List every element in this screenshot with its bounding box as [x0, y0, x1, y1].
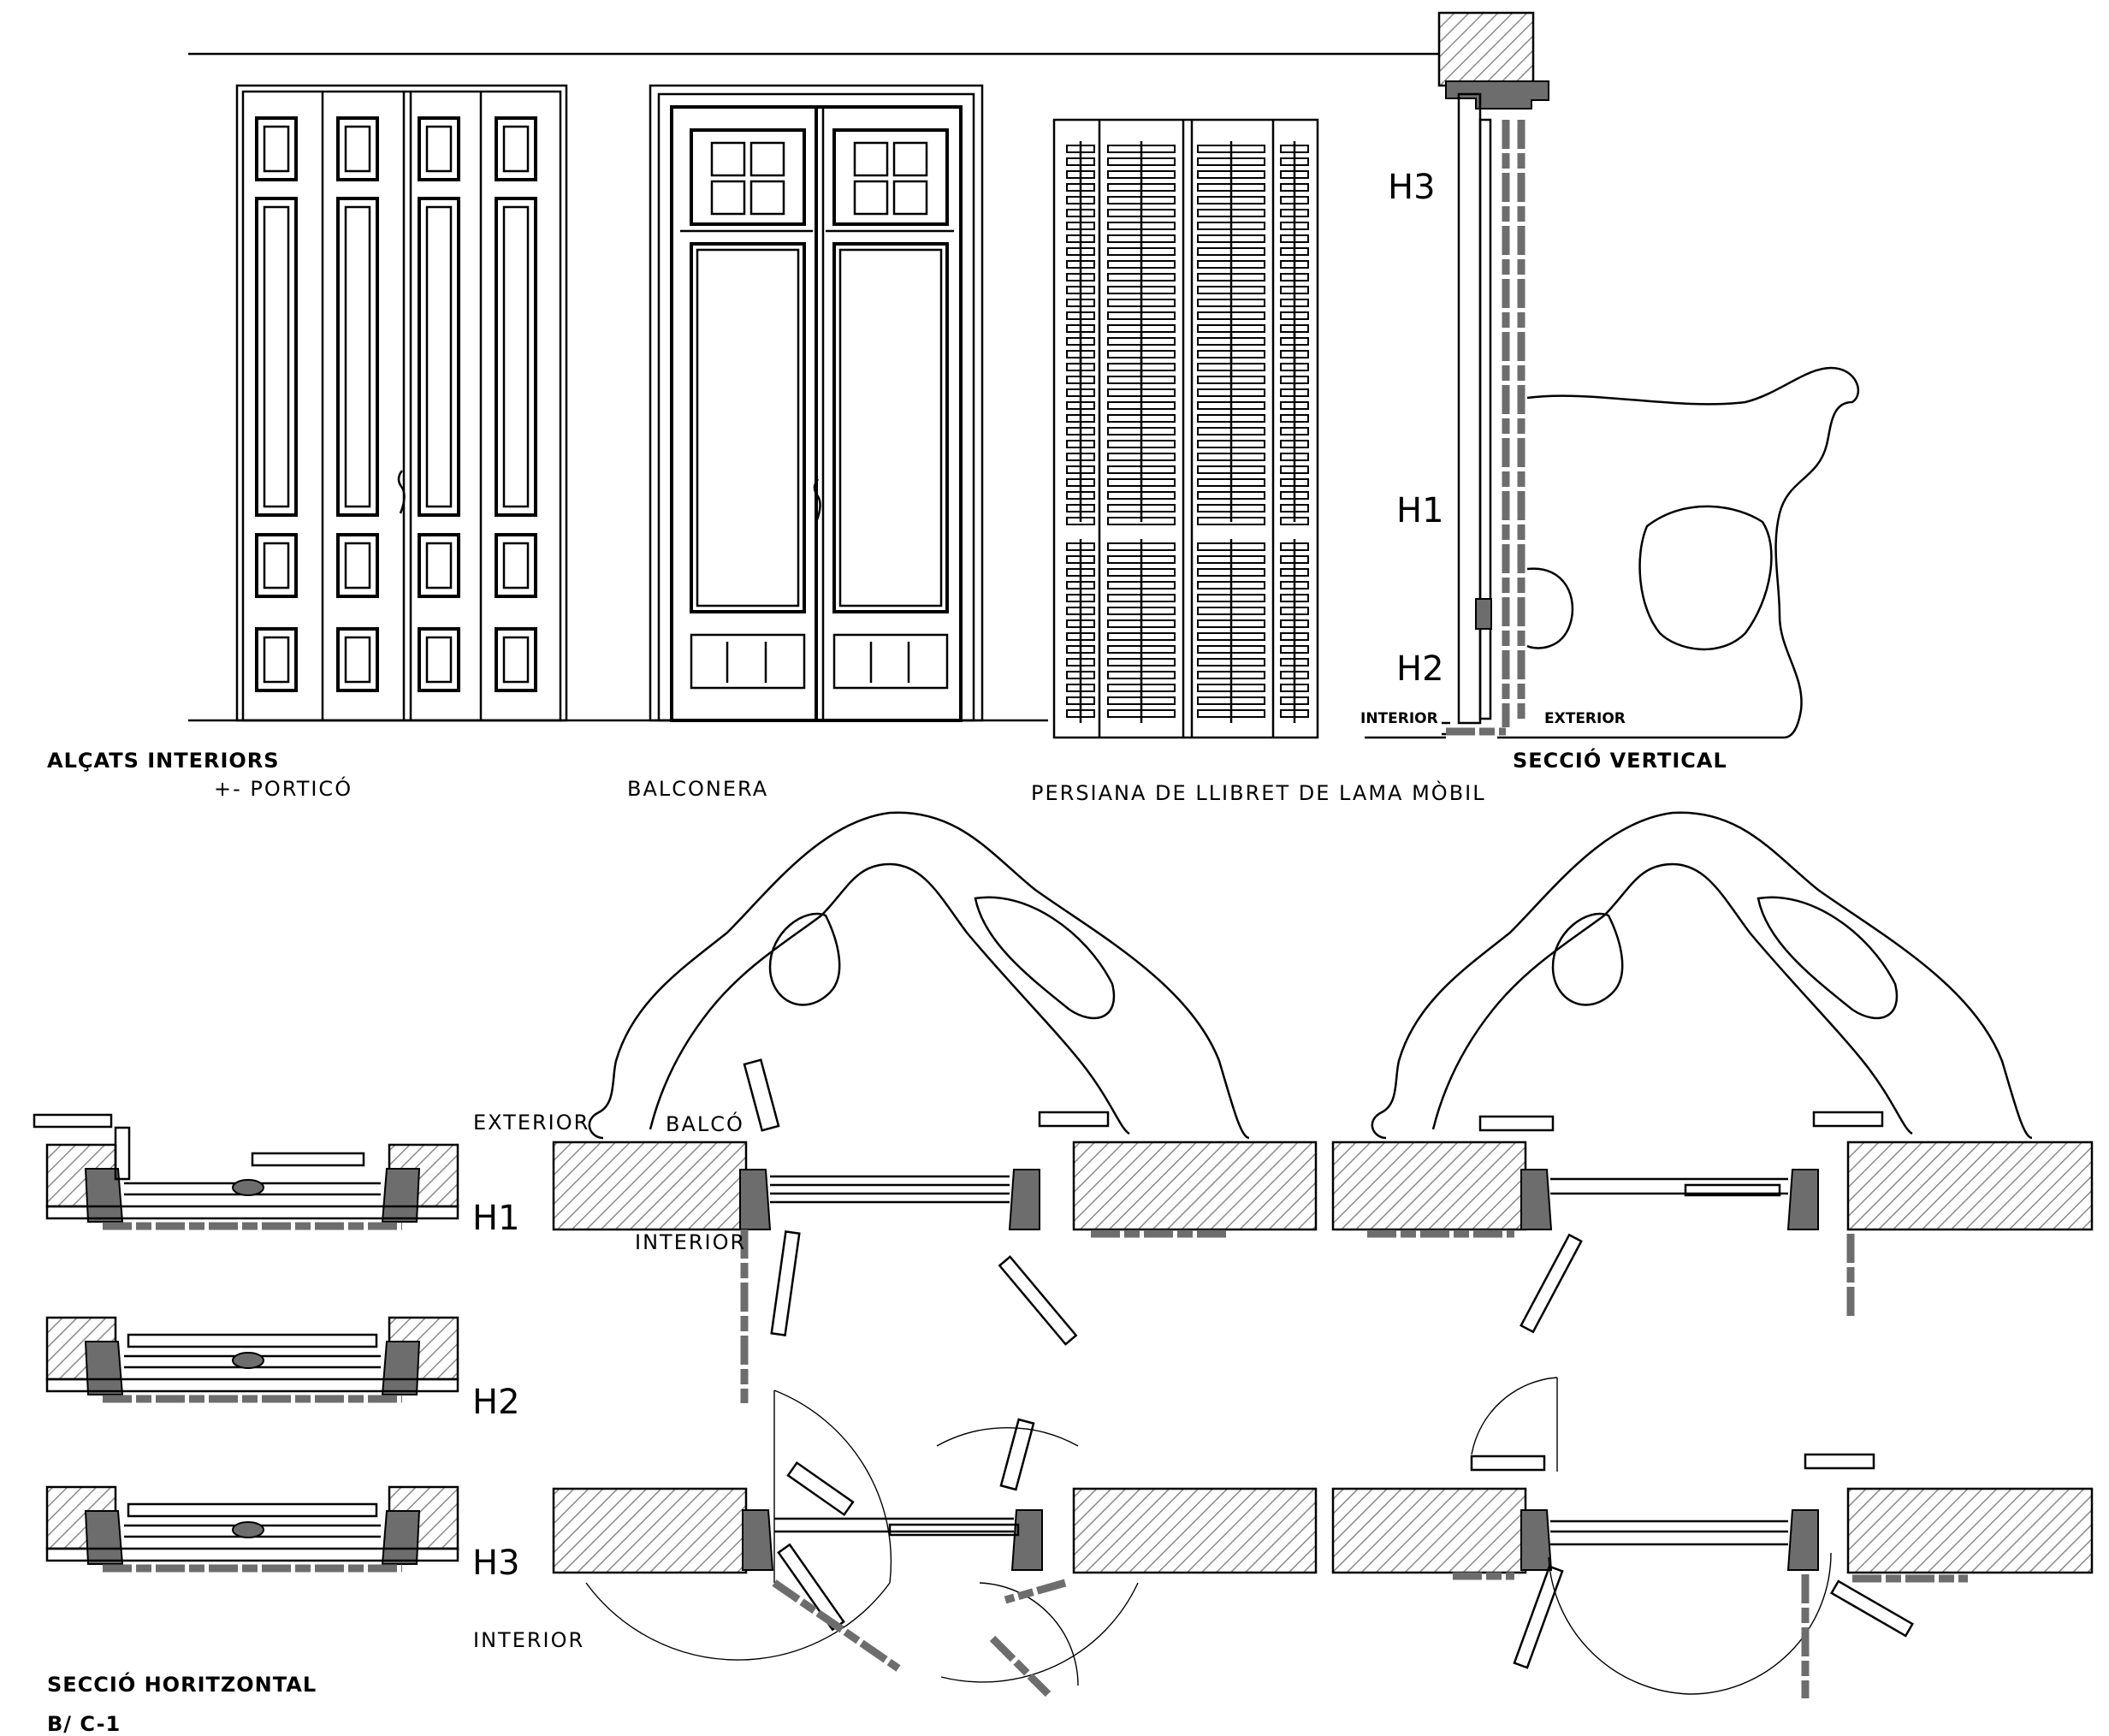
plan-interior-label-bottom: INTERIOR — [473, 1628, 584, 1652]
vertical-interior-label: INTERIOR — [1360, 710, 1438, 727]
portico-label: +- PORTICÓ — [214, 775, 352, 801]
plan-balco-label: BALCÓ — [666, 1111, 744, 1136]
plan-interior-label-top: INTERIOR — [635, 1230, 746, 1254]
vertical-exterior-label: EXTERIOR — [1544, 710, 1626, 727]
balconera-elevation — [649, 84, 984, 722]
persiana-label: PERSIANA DE LLIBRET DE LAMA MÒBIL — [1031, 779, 1486, 805]
plan-interior-bottom-right — [1331, 1377, 2094, 1698]
portico-elevation — [235, 84, 568, 722]
plan-exterior-label: EXTERIOR — [473, 1111, 589, 1135]
vertical-level-h2: H2 — [1396, 649, 1444, 689]
horizontal-level-h1: H1 — [472, 1199, 520, 1238]
plan-balco-top-left — [552, 811, 1318, 1403]
horizontal-level-h2: H2 — [472, 1383, 520, 1422]
elevations-title: ALÇATS INTERIORS — [47, 749, 280, 773]
vertical-section-title: SECCIÓ VERTICAL — [1513, 747, 1727, 773]
vertical-level-h3: H3 — [1388, 168, 1436, 207]
plan-interior-bottom-left — [552, 1389, 1318, 1697]
horizontal-level-h3: H3 — [472, 1543, 520, 1583]
plan-balco-top-right — [1331, 811, 2094, 1334]
sheet-code: B/ C-1 — [47, 1712, 121, 1736]
horizontal-section-title: SECCIÓ HORITZONTAL — [47, 1671, 317, 1697]
vertical-level-h1: H1 — [1396, 491, 1444, 530]
balconera-label: BALCONERA — [627, 777, 768, 801]
persiana-elevation — [1052, 118, 1319, 739]
vertical-section — [1365, 11, 1860, 739]
horizontal-section-details — [33, 1113, 459, 1573]
